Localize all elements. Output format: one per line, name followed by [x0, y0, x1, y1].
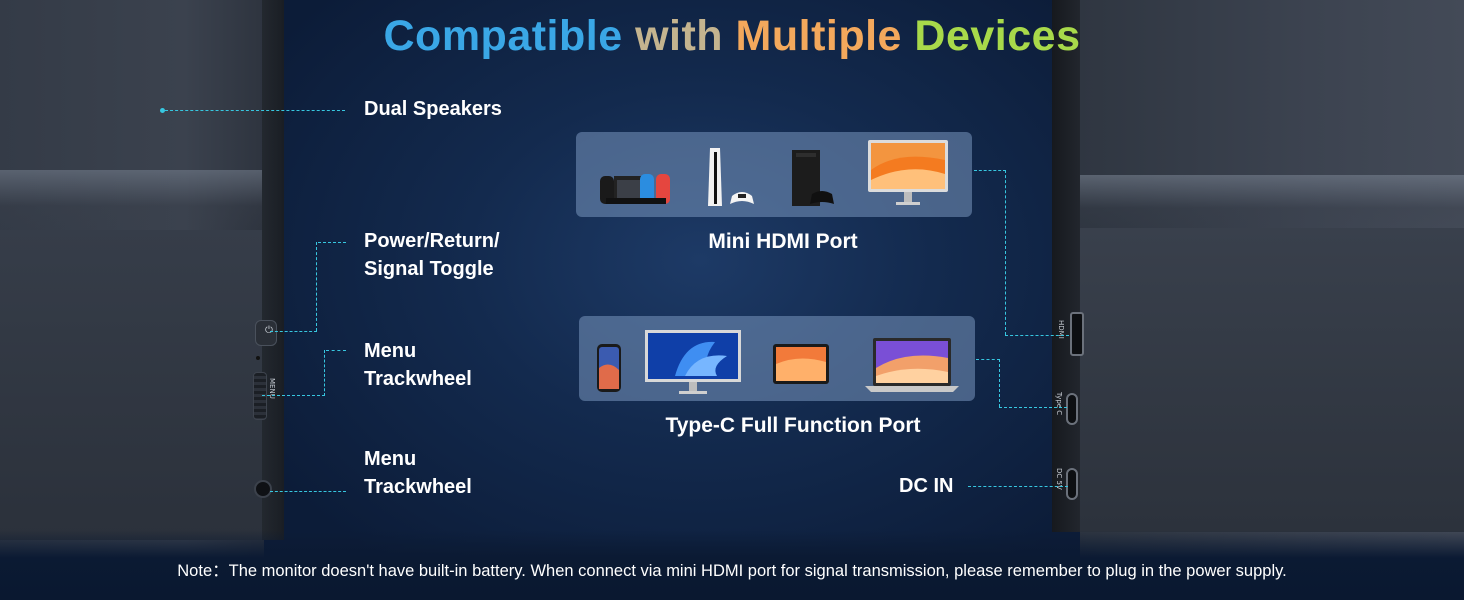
- battery-note: Note：The monitor doesn't have built-in b…: [177, 562, 1287, 580]
- mini-hdmi-caption: Mini HDMI Port: [708, 230, 858, 253]
- laptop-icon: [865, 338, 959, 392]
- floor-gradient: [0, 530, 1464, 600]
- dc-side-label: DC 5V: [1055, 468, 1063, 490]
- power-return-label-line1: Power/Return/: [364, 230, 500, 252]
- headphone-jack[interactable]: [254, 480, 272, 498]
- hdmi-line-v: [1005, 170, 1006, 335]
- right-monitor-ridge: [1080, 175, 1464, 230]
- game-console-xbox-icon: [792, 150, 834, 206]
- typec-line-h2: [999, 407, 1067, 408]
- right-monitor-bezel: [1052, 0, 1080, 532]
- tablet-icon: [773, 344, 829, 384]
- dc-in-port[interactable]: [1066, 468, 1078, 500]
- dc-in-label: DC IN: [899, 475, 954, 497]
- typec-line-h1: [976, 359, 1000, 360]
- power-return-label-line2: Signal Toggle: [364, 258, 494, 280]
- mini-hdmi-device-panel: [576, 132, 972, 217]
- type-c-port[interactable]: [1066, 393, 1078, 425]
- typec-line-v: [999, 359, 1000, 407]
- typec-side-label: Type C: [1055, 392, 1063, 416]
- hdmi-line-h1: [974, 170, 1006, 171]
- left-monitor-lower-body: [0, 230, 262, 540]
- dual-speakers-line: [165, 110, 345, 111]
- desktop-monitor-icon: [868, 140, 948, 205]
- menu2-line: [270, 491, 346, 492]
- status-led: [256, 356, 260, 360]
- left-monitor-ridge: [0, 170, 262, 230]
- smartphone-icon: [597, 344, 621, 392]
- power-line-h1: [318, 242, 346, 243]
- menu1-line-v: [324, 350, 325, 396]
- game-console-switch-icon: [600, 174, 670, 204]
- power-line-h2: [270, 331, 317, 332]
- type-c-device-panel: [579, 316, 975, 401]
- left-monitor-bezel: [262, 0, 284, 540]
- power-button[interactable]: ⏻: [255, 320, 277, 346]
- menu-side-label: MENU: [268, 378, 276, 399]
- type-c-caption: Type-C Full Function Port: [665, 414, 921, 437]
- title-part-devices: Devices: [914, 12, 1081, 60]
- menu-trackwheel-label-line2: Trackwheel: [364, 368, 472, 390]
- dual-speakers-label: Dual Speakers: [364, 98, 502, 120]
- power-line-v: [316, 242, 317, 331]
- right-monitor-lower-body: [1080, 228, 1464, 532]
- hdmi-side-label: HDMI: [1057, 320, 1065, 339]
- menu1-line-h1: [326, 350, 346, 351]
- menu1-line-h2: [262, 395, 325, 396]
- title-part-with: with: [635, 12, 724, 60]
- menu-trackwheel2-label-line1: Menu: [364, 448, 417, 470]
- menu-trackwheel[interactable]: [253, 372, 267, 420]
- hdmi-line-h2: [1005, 335, 1069, 336]
- menu-trackwheel2-label-line2: Trackwheel: [364, 476, 472, 498]
- mini-hdmi-port[interactable]: [1070, 312, 1084, 356]
- game-console-ps5-icon: [708, 148, 754, 206]
- menu-trackwheel-label-line1: Menu: [364, 340, 417, 362]
- page-title: Compatible with Multiple Devices: [0, 12, 1464, 61]
- title-part-compatible: Compatible: [383, 12, 623, 60]
- dc-in-line: [968, 486, 1068, 487]
- title-part-multiple: Multiple: [735, 12, 902, 60]
- power-symbol-icon: ⏻: [263, 325, 274, 335]
- windows-monitor-icon: [645, 330, 741, 394]
- dual-speakers-dot: [160, 108, 165, 113]
